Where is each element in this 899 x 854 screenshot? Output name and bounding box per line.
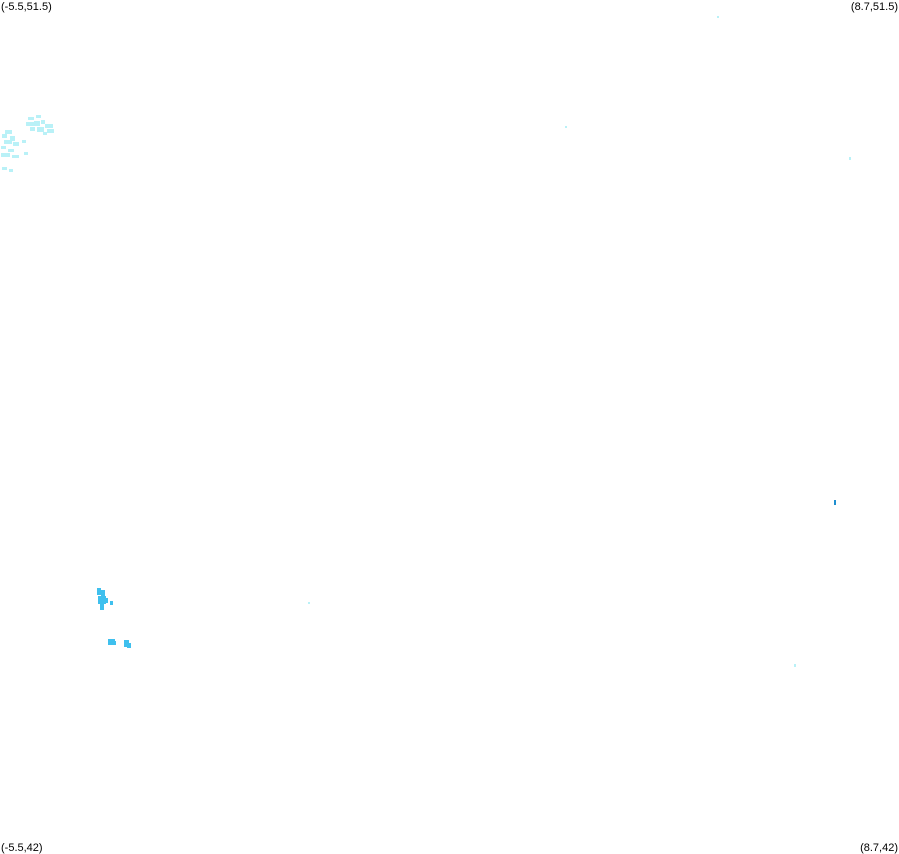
precip-cluster-southwest (97, 588, 131, 648)
precip-cluster-northwest (1, 115, 54, 172)
corner-label-top-left: (-5.5,51.5) (1, 1, 52, 13)
corner-label-top-right: (8.7,51.5) (850, 1, 898, 13)
corner-label-bottom-left: (-5.5,42) (1, 842, 43, 854)
precip-isolated-cells (308, 16, 851, 667)
corner-label-bottom-right: (8.7,42) (860, 842, 898, 854)
